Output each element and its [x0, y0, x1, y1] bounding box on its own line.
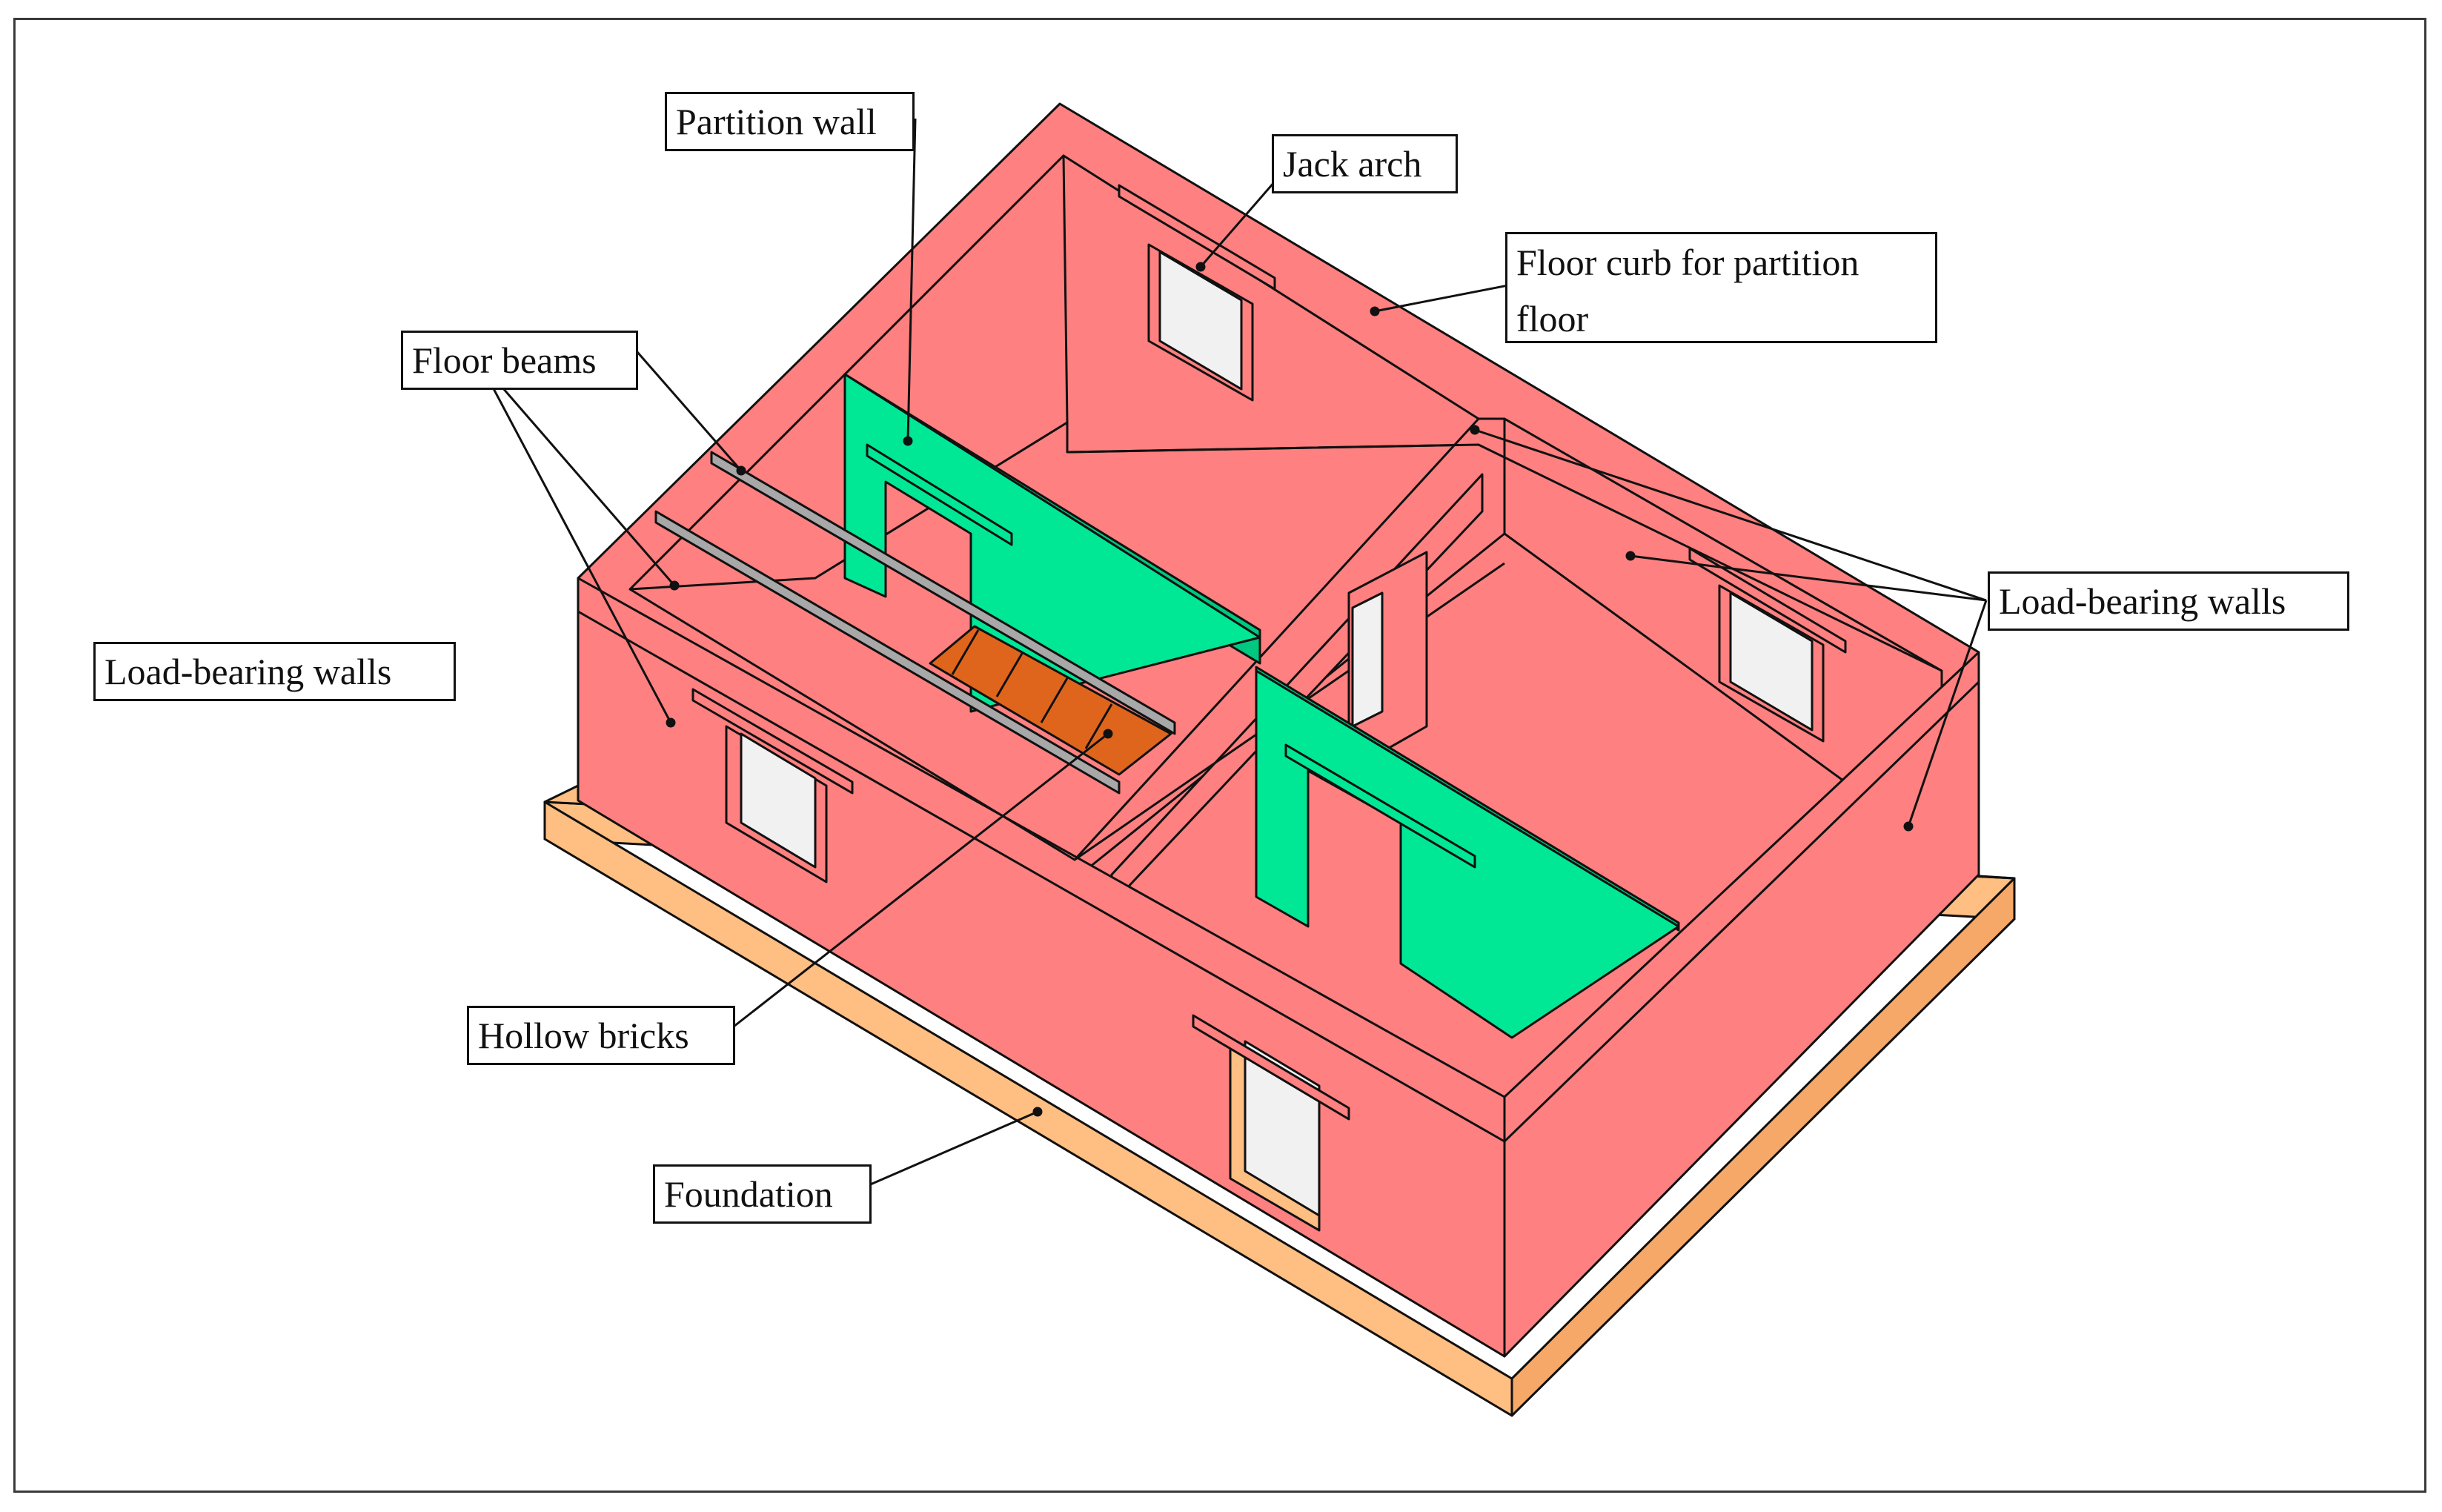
window-back-right — [1688, 547, 1847, 743]
label-hollow-bricks: Hollow bricks — [467, 1006, 735, 1065]
door-front — [1192, 1014, 1350, 1232]
label-foundation: Foundation — [653, 1164, 872, 1224]
label-load-bearing-walls-right: Load-bearing walls — [1988, 571, 2349, 631]
floor-beams — [654, 451, 1176, 795]
partition-wall-left — [843, 373, 1261, 713]
partition-wall-right — [1255, 666, 1680, 1039]
label-floor-curb-line2: floor — [1516, 298, 1589, 339]
label-floor-curb-line1: Floor curb for partition — [1516, 242, 1859, 283]
load-bearing-wall-right — [1503, 651, 1980, 1358]
window-back-left — [1118, 184, 1276, 402]
label-load-bearing-walls-left: Load-bearing walls — [93, 642, 456, 701]
window-front-left — [691, 688, 854, 883]
label-floor-curb: Floor curb for partition floor — [1505, 232, 1937, 343]
door-interior — [1347, 551, 1428, 772]
label-partition-wall: Partition wall — [665, 92, 915, 151]
label-jack-arch: Jack arch — [1272, 134, 1458, 193]
leader-lines — [477, 118, 1988, 1187]
label-floor-beams: Floor beams — [401, 331, 638, 390]
